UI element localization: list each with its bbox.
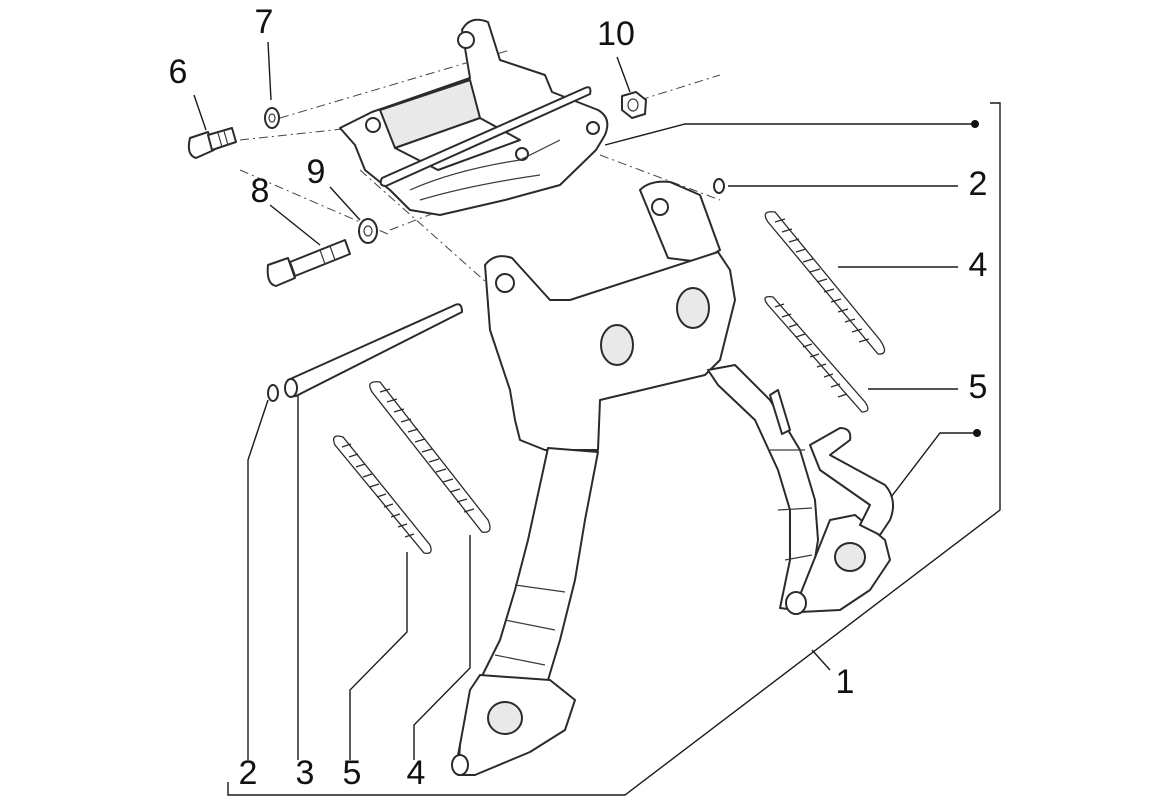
callout-labels: 1 2 4 5 6 7 8 9 10 2 3 5 4 bbox=[169, 3, 988, 792]
callout-2-bottom: 2 bbox=[239, 754, 258, 792]
nut-10 bbox=[621, 91, 647, 119]
callout-9: 9 bbox=[307, 153, 326, 191]
spring-4-bottom bbox=[369, 381, 491, 533]
flange-bolt-6 bbox=[187, 127, 237, 159]
mounting-bracket bbox=[339, 18, 609, 216]
callout-3: 3 bbox=[296, 754, 315, 792]
callout-5-bottom: 5 bbox=[343, 754, 362, 792]
callout-5-top: 5 bbox=[969, 368, 988, 406]
center-stand bbox=[451, 180, 895, 776]
bullet-dot-top bbox=[971, 120, 979, 128]
spring-5-top bbox=[764, 296, 869, 413]
spring-5-bottom bbox=[332, 435, 432, 554]
spring-4-top bbox=[764, 211, 886, 355]
bullet-dot-lower bbox=[973, 429, 981, 437]
circlip-2-top bbox=[713, 178, 725, 194]
leader-lines bbox=[193, 41, 1001, 796]
callout-10: 10 bbox=[597, 15, 635, 53]
callout-4-top: 4 bbox=[969, 246, 988, 284]
hex-bolt-8 bbox=[266, 239, 351, 287]
callout-7: 7 bbox=[255, 3, 274, 41]
pivot-pin-3 bbox=[284, 303, 463, 398]
circlip-2-bottom bbox=[267, 384, 279, 402]
callout-8: 8 bbox=[251, 172, 270, 210]
washer-9 bbox=[358, 218, 378, 244]
callout-2-top: 2 bbox=[969, 165, 988, 203]
callout-4-bottom: 4 bbox=[407, 754, 426, 792]
callout-1: 1 bbox=[836, 663, 855, 701]
washer-7 bbox=[264, 107, 280, 129]
callout-6: 6 bbox=[169, 53, 188, 91]
